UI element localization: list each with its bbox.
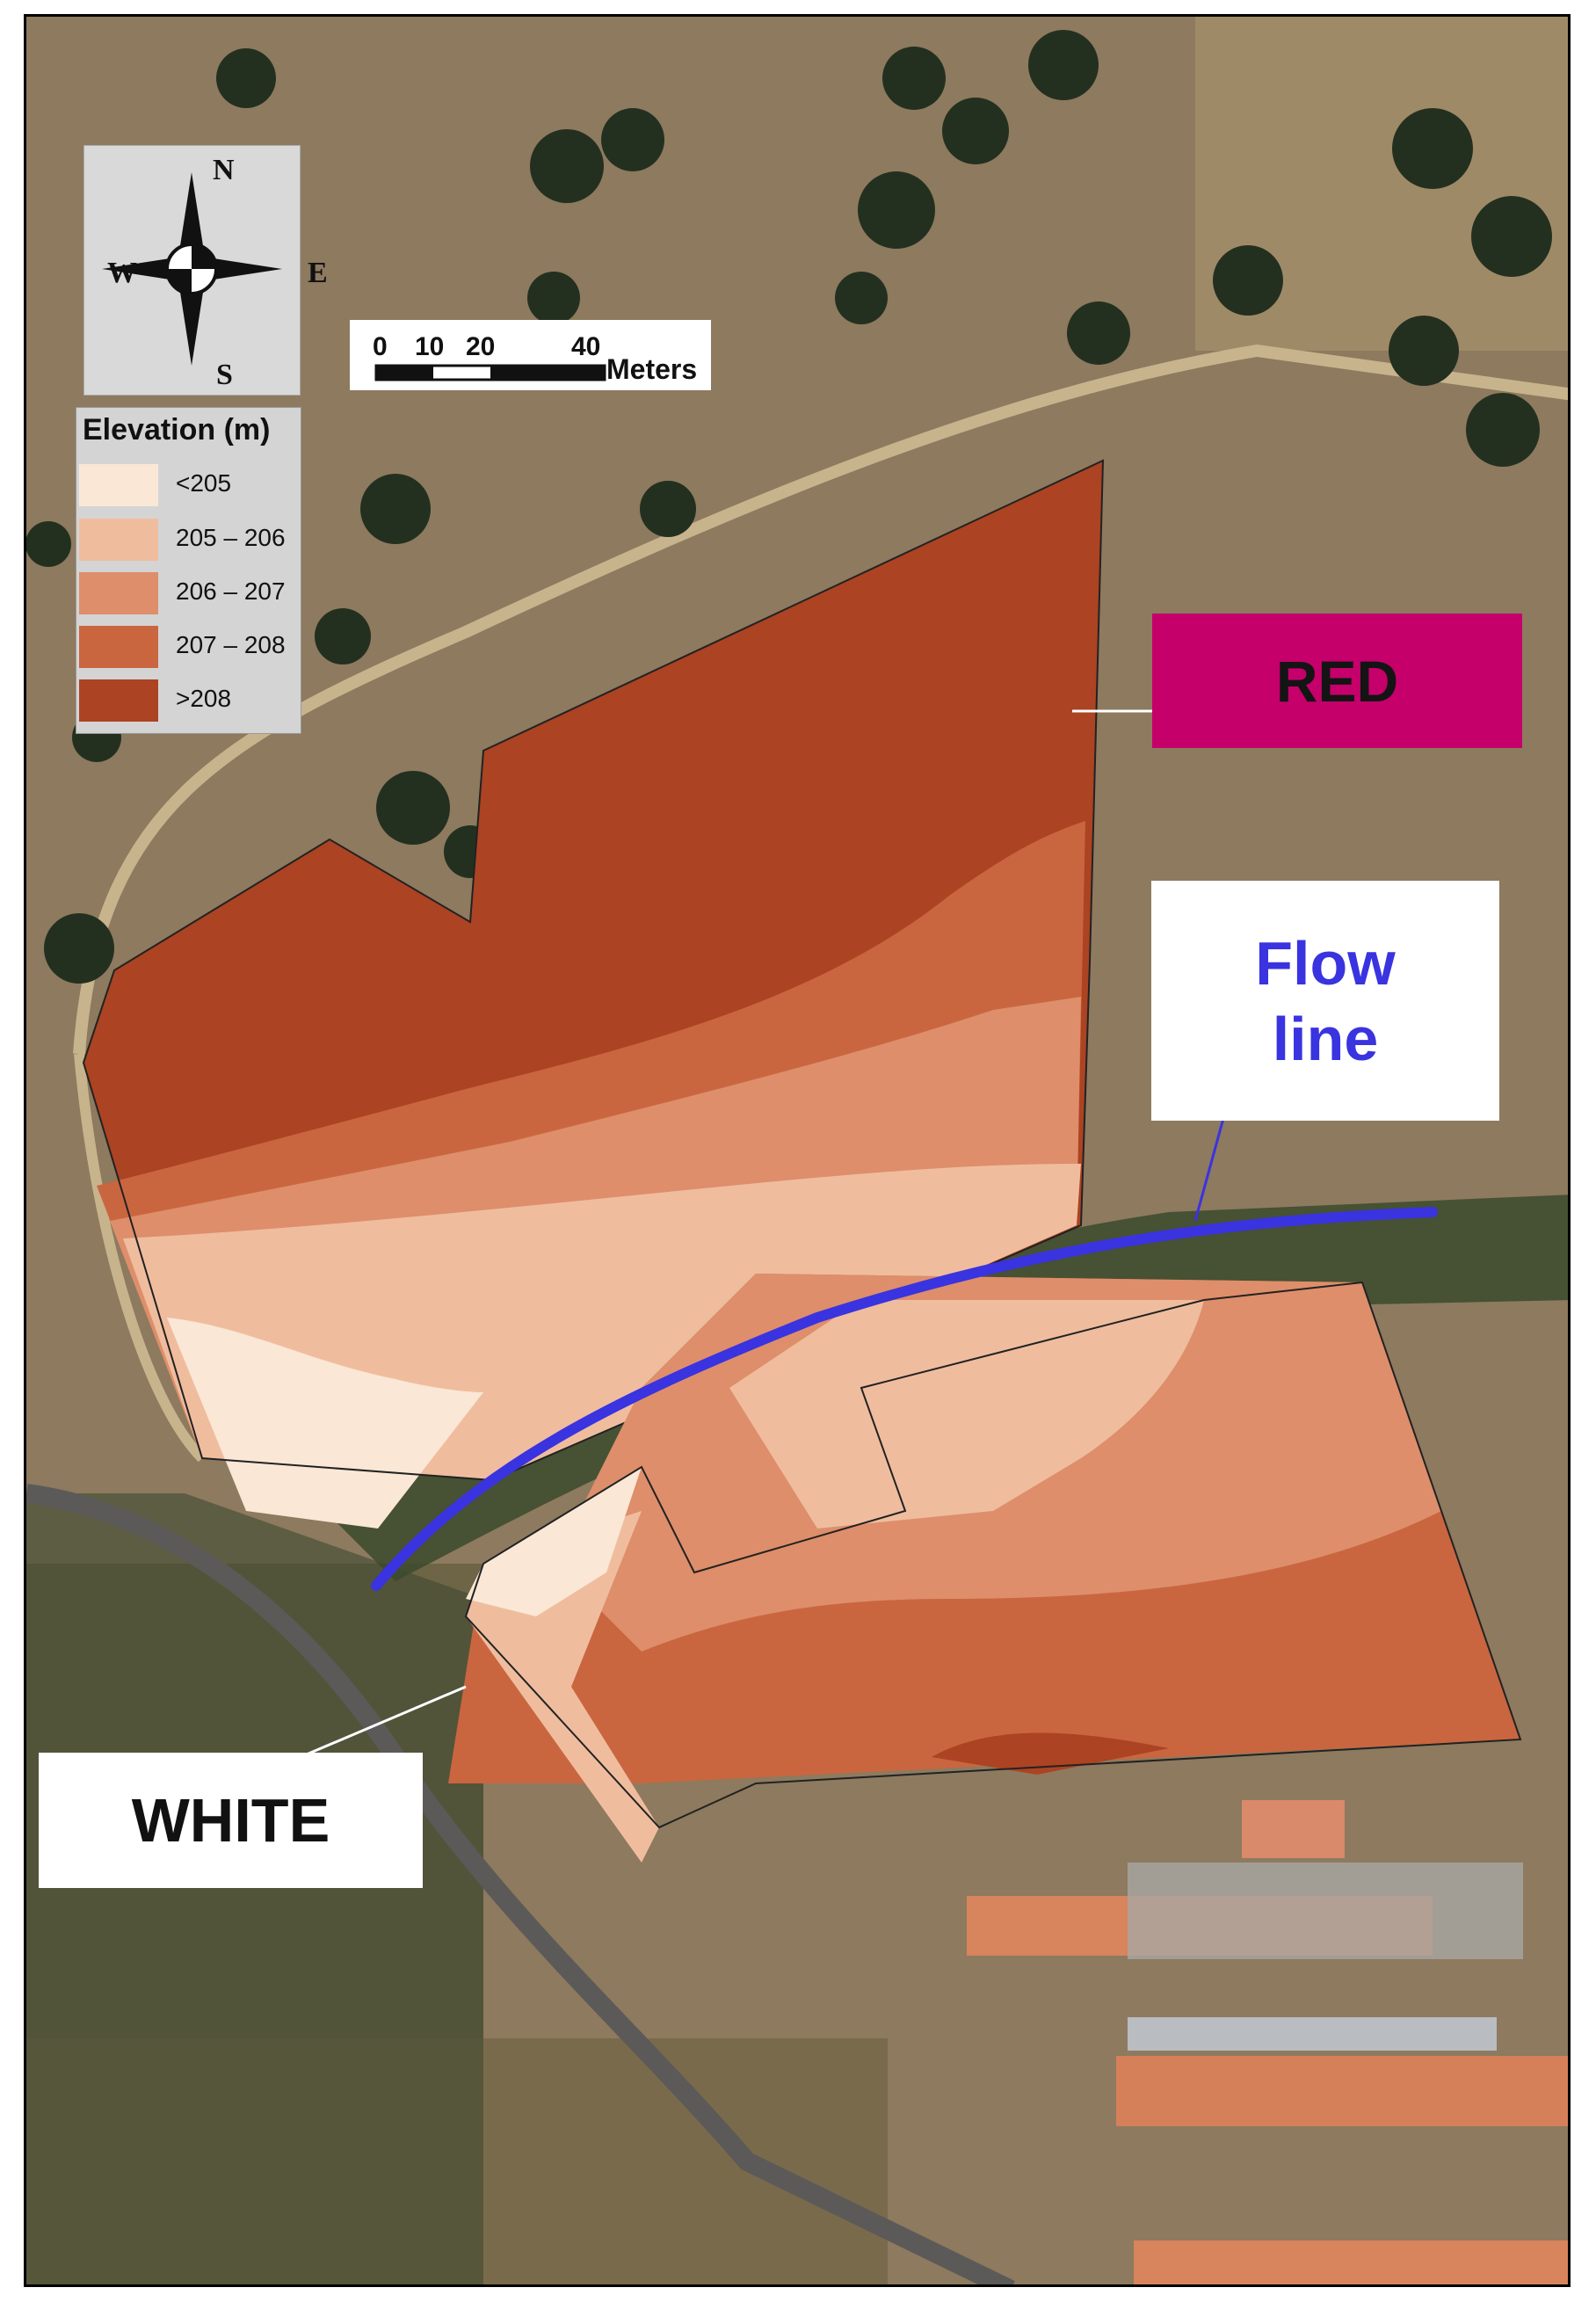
vegetation-south — [26, 1493, 483, 2284]
legend-swatch — [79, 519, 158, 561]
yard — [1128, 1863, 1523, 1959]
scale-bar — [350, 320, 711, 390]
red-field-outline — [82, 459, 1105, 1482]
legend-label: <205 — [176, 469, 232, 497]
scale-tick-20: 20 — [466, 332, 496, 361]
flow-line-label: Flow line — [1151, 881, 1499, 1121]
white-zone-gt208 — [932, 1732, 1169, 1775]
dirt-track-lower — [74, 1053, 207, 1463]
legend-swatch — [79, 572, 158, 614]
white-field-label: WHITE — [39, 1753, 423, 1888]
red-field-label-text: RED — [1275, 648, 1399, 714]
compass-rose — [83, 145, 301, 396]
white-zone-lt205 — [466, 1467, 642, 1616]
compass-icon — [102, 172, 282, 366]
legend-swatch — [79, 626, 158, 668]
compass-west-label: W — [107, 257, 137, 289]
white-zone-205-206 — [729, 1300, 1204, 1529]
scale-tick-0: 0 — [373, 332, 388, 361]
red-field — [82, 459, 1105, 1529]
building-1 — [1242, 1800, 1345, 1858]
white-field-label-text: WHITE — [131, 1786, 330, 1855]
white-leader-line — [289, 1685, 467, 1763]
flow-line-label-text: Flow line — [1255, 926, 1395, 1077]
compass-south-label: S — [216, 359, 233, 391]
white-field — [448, 1274, 1522, 1863]
building-5 — [1134, 2240, 1568, 2284]
building-3 — [1128, 2017, 1497, 2051]
legend-label: 207 – 208 — [176, 631, 286, 658]
legend-swatch — [79, 679, 158, 722]
scale-unit-label: Meters — [606, 353, 698, 385]
red-zone-lt205 — [167, 1318, 483, 1529]
red-field-label: RED — [1152, 614, 1522, 748]
legend-label: 206 – 207 — [176, 577, 286, 605]
building-4 — [1116, 2056, 1568, 2126]
white-field-outline — [464, 1281, 1522, 1829]
legend-label: >208 — [176, 685, 232, 712]
scale-tick-10: 10 — [415, 332, 445, 361]
scale-tick-40: 40 — [571, 332, 601, 361]
flow-line-label-line-1: Flow — [1255, 928, 1396, 998]
flow-line — [371, 1207, 1438, 1591]
legend-label: 205 – 206 — [176, 524, 286, 551]
dirt-track — [73, 344, 1568, 1055]
compass-north-label: N — [213, 154, 235, 186]
flow-line-label-line-2: line — [1272, 1004, 1379, 1073]
scale-bar-graphic — [374, 364, 606, 381]
legend-swatch — [79, 464, 158, 506]
legend-title: Elevation (m) — [83, 413, 271, 447]
compass-east-label: E — [308, 257, 328, 289]
